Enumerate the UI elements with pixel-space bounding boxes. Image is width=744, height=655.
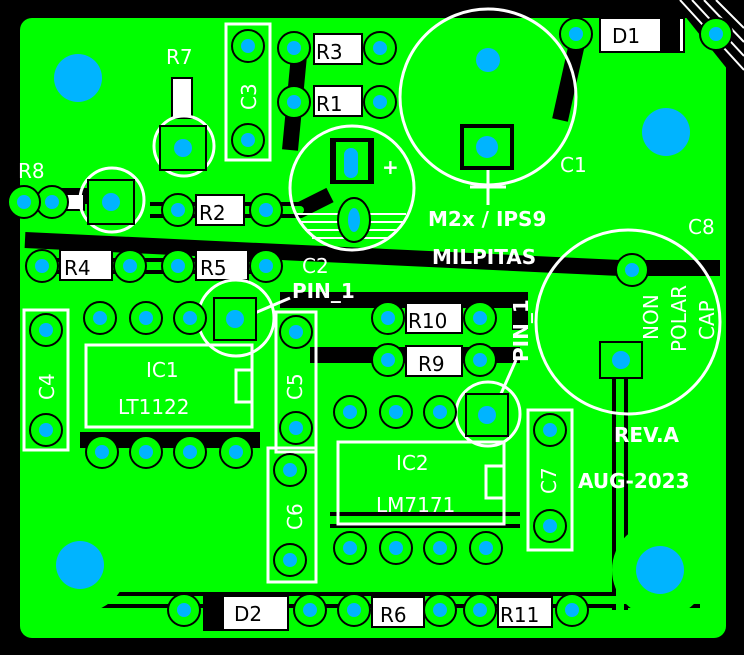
label-ic1: IC1: [146, 358, 179, 382]
label-d1: D1: [612, 24, 640, 48]
pad-drill: [183, 445, 197, 459]
label-r1: R1: [316, 92, 343, 116]
pad-drill: [473, 603, 487, 617]
pad-drill: [171, 259, 185, 273]
pad-drill: [381, 311, 395, 325]
pad-drill: [17, 195, 31, 209]
pad-drill: [93, 311, 107, 325]
board-title-line1: M2x / IPS9: [428, 207, 546, 231]
label-c7: C7: [537, 467, 561, 494]
pad-drill: [241, 133, 255, 147]
pad-drill: [433, 541, 447, 555]
pad-drill: [177, 603, 191, 617]
pad-drill: [229, 445, 243, 459]
pad-drill: [373, 41, 387, 55]
label-c6: C6: [283, 503, 307, 530]
pad-drill: [303, 603, 317, 617]
label-r7: R7: [166, 45, 193, 69]
pad-drill: [347, 603, 361, 617]
pin1-label-ic2: PIN_1: [509, 299, 533, 362]
pin1-label-ic1: PIN_1: [292, 279, 355, 303]
pad-drill: [39, 323, 53, 337]
cap-note-line3: CAP: [695, 300, 719, 340]
label-c2: C2: [302, 254, 329, 278]
label-ic1-part: LT1122: [118, 395, 190, 419]
label-r8: R8: [18, 159, 45, 183]
pad-drill: [373, 95, 387, 109]
pad-drill: [39, 423, 53, 437]
pad-drill: [259, 259, 273, 273]
square-pads: [87, 48, 643, 437]
cap-note-line2: POLAR: [667, 285, 691, 352]
pad-drill: [35, 259, 49, 273]
label-c4: C4: [35, 373, 59, 400]
diode-bodies: [203, 17, 685, 631]
board-date: AUG-2023: [578, 469, 689, 493]
pad-drill: [183, 311, 197, 325]
ic-outlines: [84, 343, 506, 526]
pad-drill: [287, 41, 301, 55]
pad-drill: [289, 421, 303, 435]
pad-drill: [565, 603, 579, 617]
pad-drill: [171, 203, 185, 217]
label-c5: C5: [283, 373, 307, 400]
pad-drill: [543, 519, 557, 533]
pad-drill: [433, 405, 447, 419]
pad-drill: [259, 203, 273, 217]
pad-drill: [709, 27, 723, 41]
pad-drill: [45, 195, 59, 209]
pad-drill: [381, 353, 395, 367]
pad-drill: [389, 405, 403, 419]
pad-drill: [343, 541, 357, 555]
board-revision: REV.A: [614, 423, 680, 447]
label-c8: C8: [688, 215, 715, 239]
cap-note-line1: NON: [639, 294, 663, 340]
through-hole-pads: [7, 17, 733, 627]
label-r9: R9: [418, 352, 445, 376]
pad-drill: [123, 259, 137, 273]
label-r5: R5: [200, 256, 227, 280]
label-r2: R2: [199, 201, 226, 225]
label-d2: D2: [234, 602, 262, 626]
pad-drill: [241, 39, 255, 53]
pad-drill: [389, 541, 403, 555]
board-title-line2: MILPITAS: [432, 245, 536, 269]
pad-drill: [473, 311, 487, 325]
pad-drill: [95, 445, 109, 459]
pad-drill: [283, 553, 297, 567]
label-r6: R6: [380, 603, 407, 627]
pad-drill: [287, 95, 301, 109]
pad-drill: [473, 353, 487, 367]
label-c1: C1: [560, 153, 587, 177]
label-r11: R11: [500, 603, 539, 627]
c2-polarity-mark: +: [382, 155, 399, 179]
pad-drill: [139, 445, 153, 459]
pad-drill: [543, 423, 557, 437]
cap-outlines: [22, 7, 722, 584]
pad-drill: [283, 463, 297, 477]
pad-drill: [569, 27, 583, 41]
label-r3: R3: [316, 40, 343, 64]
pad-drill: [433, 603, 447, 617]
label-r4: R4: [64, 256, 91, 280]
label-r10: R10: [408, 309, 447, 333]
pad-drill: [139, 311, 153, 325]
label-c3: C3: [237, 83, 261, 110]
pad-drill: [479, 541, 493, 555]
label-ic2-part: LM7171: [376, 493, 455, 517]
mounting-holes: [30, 30, 714, 618]
pin1-markers: [78, 114, 522, 448]
label-ic2: IC2: [396, 451, 429, 475]
pad-drill: [289, 325, 303, 339]
pad-drill: [625, 263, 639, 277]
pad-drill: [343, 405, 357, 419]
